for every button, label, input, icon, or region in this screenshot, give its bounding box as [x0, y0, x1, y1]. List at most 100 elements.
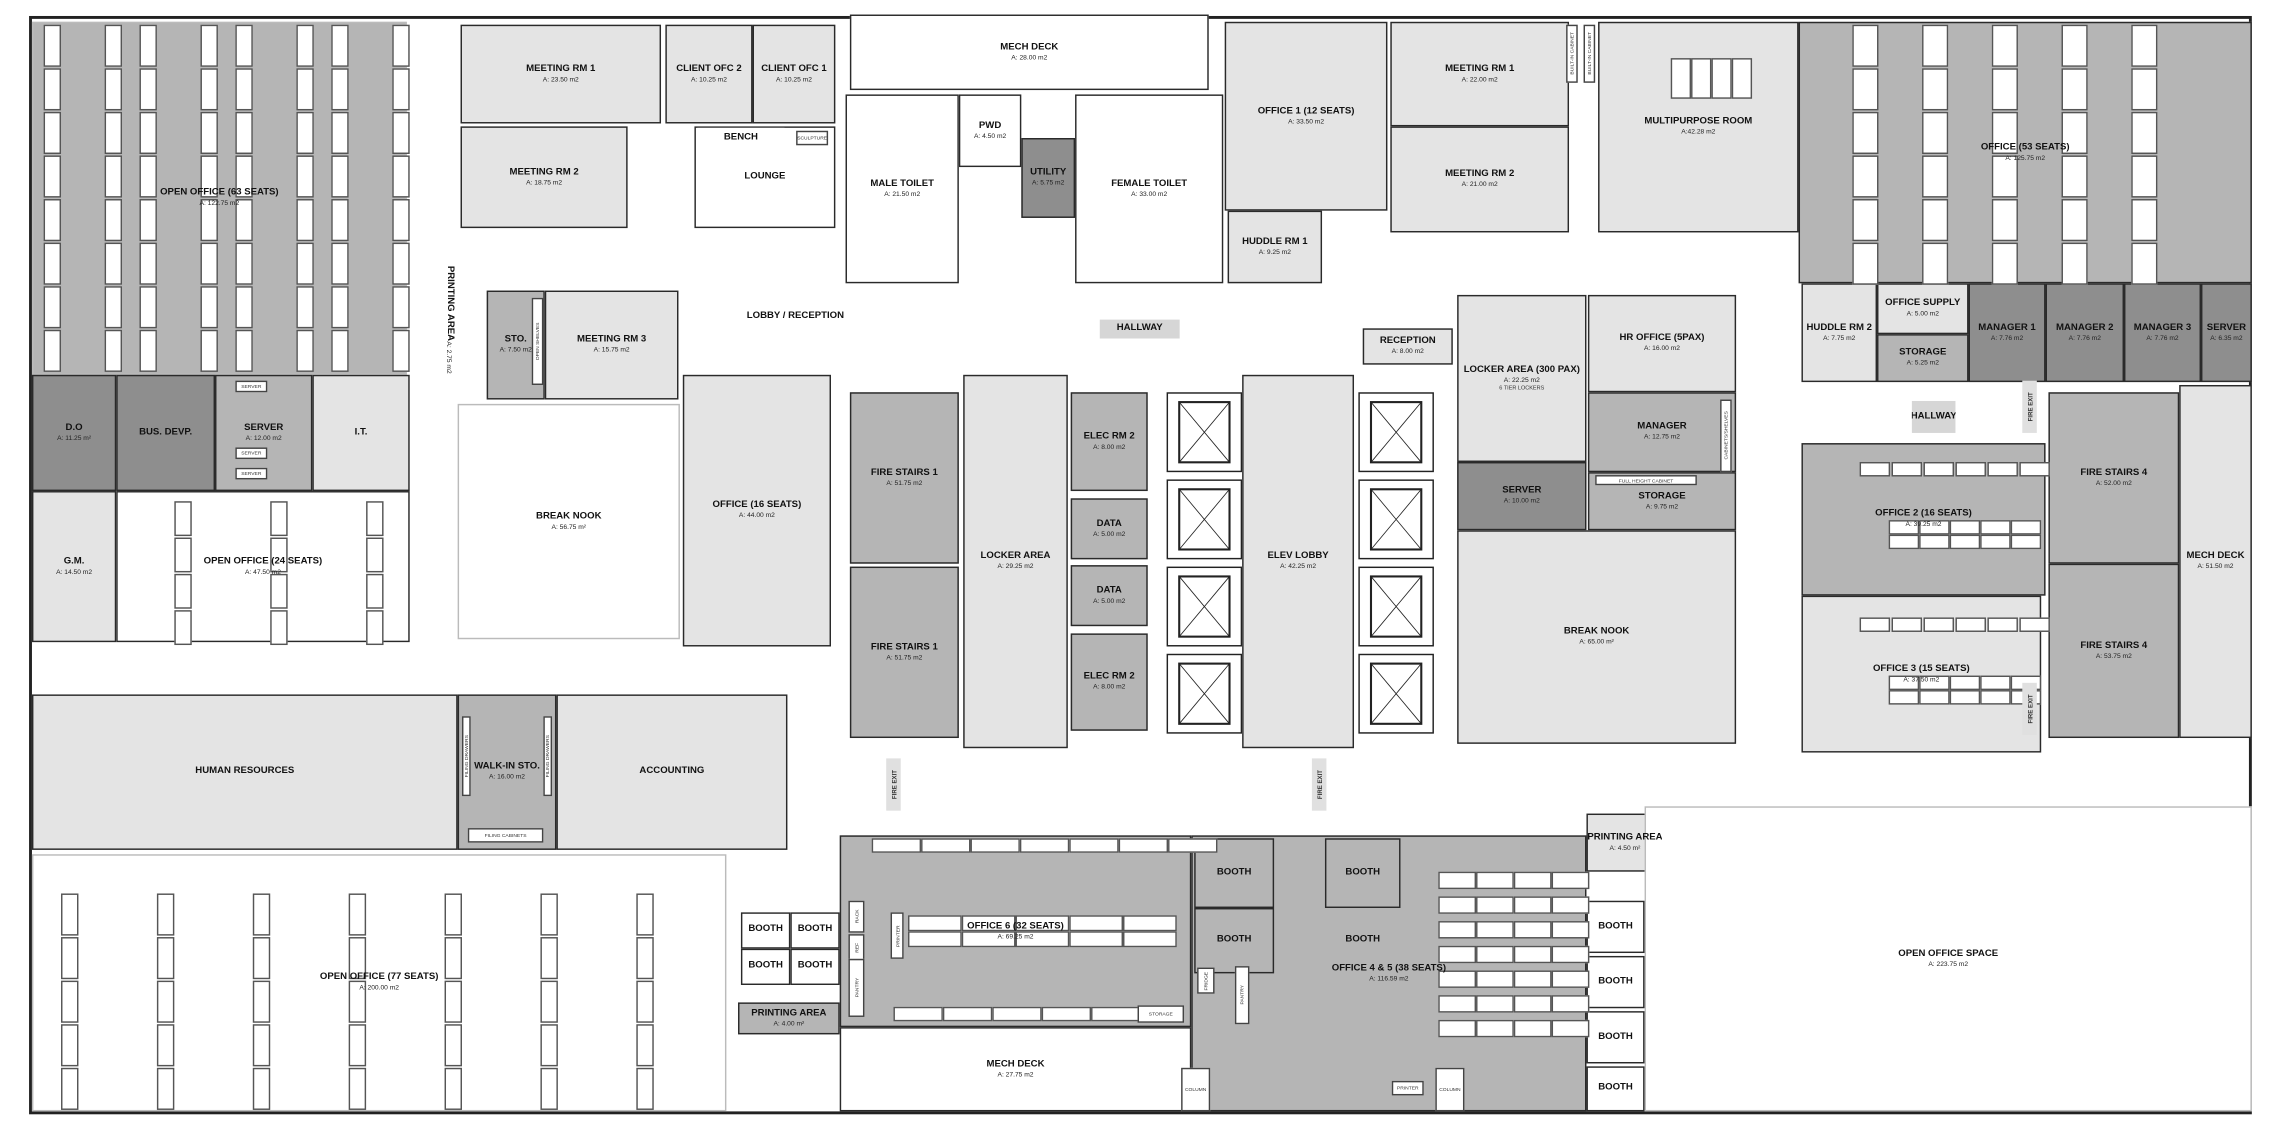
desk: [1922, 68, 1949, 111]
fire-exit-text: FIRE EXIT: [889, 769, 898, 800]
desk: [235, 155, 253, 198]
desk: [1069, 838, 1119, 853]
room-area: A: 15.75 m2: [593, 346, 630, 354]
room-name: MULTIPURPOSE ROOM: [1644, 116, 1753, 127]
room-name: OFFICE 2 (16 SEATS): [1875, 508, 1972, 520]
desk: [540, 893, 558, 936]
room-area: A: 16.00 m2: [1644, 344, 1681, 352]
room-open-office-24-seats: OPEN OFFICE (24 SEATS)A: 47.50 m2: [116, 491, 410, 643]
desk: [43, 111, 62, 154]
desk: [61, 1024, 79, 1067]
room-name: WALK-IN STO.: [474, 761, 540, 772]
desk: [366, 573, 384, 609]
desk: [444, 1067, 462, 1110]
room-name: BOOTH: [1598, 1082, 1633, 1093]
desk: [921, 838, 971, 853]
desk: [366, 501, 384, 537]
room-name: ELEV LOBBY: [1267, 551, 1329, 562]
desk: [444, 893, 462, 936]
desk: [961, 931, 1016, 948]
elevator-shaft-icon: [1166, 566, 1243, 647]
desk: [1955, 461, 1986, 477]
room-booth: BOOTH: [1586, 900, 1645, 954]
room-area: A: 14.50 m2: [56, 567, 93, 575]
room-name: MALE TOILET: [870, 178, 935, 189]
desk: [1991, 242, 2018, 285]
room-area: A: 42.25 m2: [1280, 562, 1317, 570]
desk: [1476, 970, 1514, 988]
desk: [1438, 896, 1477, 914]
room-area: A: 33.00 m2: [1131, 189, 1168, 198]
desk: [1041, 1006, 1092, 1022]
desk: [104, 199, 123, 242]
desk: [270, 537, 288, 573]
room-name: SERVER: [2206, 322, 2247, 333]
elevator-shaft-icon: [1358, 479, 1434, 560]
room-name: LOBBY / RECEPTION: [746, 310, 845, 321]
room-name: ELEC RM 2: [1083, 431, 1135, 442]
room-name: CLIENT OFC 2: [676, 63, 742, 74]
desk: [174, 610, 192, 646]
desk: [2019, 617, 2050, 632]
desk: [1015, 915, 1070, 932]
room-area: A: 5.00 m2: [1093, 596, 1126, 604]
desk: [2061, 24, 2088, 67]
desk: [1980, 520, 2011, 535]
desk: [1991, 199, 2018, 242]
room-name: BOOTH: [797, 960, 833, 971]
room-area: A: 52.00 m2: [2095, 478, 2132, 487]
room-area: A: 51.50 m2: [2197, 562, 2234, 570]
room-area: A: 27.75 m2: [997, 1070, 1034, 1078]
desk: [156, 937, 175, 980]
desk: [270, 501, 288, 537]
fixture-printer: PRINTER: [890, 912, 904, 959]
room-name: HUMAN RESOURCES: [195, 765, 295, 776]
room-name: HUDDLE RM 1: [1242, 236, 1308, 247]
desk: [1888, 675, 1920, 691]
elevator-shaft-icon: [1166, 653, 1243, 734]
room-name: MEETING RM 1: [526, 63, 596, 74]
room-name: I.T.: [354, 426, 368, 437]
room-booth: BOOTH: [790, 948, 840, 985]
desk: [1852, 68, 1879, 111]
fixture-label: PRINTER: [894, 924, 901, 947]
desk: [2131, 111, 2158, 154]
desk: [296, 286, 314, 329]
desk: [43, 199, 62, 242]
desk: [252, 1024, 271, 1067]
desk: [252, 1067, 271, 1110]
room-area: A: 53.75 m2: [2095, 651, 2132, 660]
room-name: FIRE STAIRS 4: [2080, 467, 2148, 478]
desk: [392, 242, 410, 285]
desk: [104, 155, 123, 198]
room-area: A: 7.76 m2: [2068, 333, 2101, 341]
desk: [296, 111, 314, 154]
fixture-label: COLUMN: [1184, 1086, 1207, 1093]
room-name: MANAGER: [1637, 421, 1687, 432]
desk: [156, 1067, 175, 1110]
desk: [1069, 915, 1124, 932]
desk: [392, 329, 410, 372]
room-name: HR OFFICE (5PAX): [1619, 333, 1705, 344]
room-area: A: 29.25 m2: [997, 562, 1034, 570]
desk: [139, 199, 157, 242]
desk: [2061, 111, 2088, 154]
room-name: FIRE STAIRS 4: [2080, 640, 2148, 651]
desk: [1919, 534, 1950, 550]
room-name: BOOTH: [748, 924, 783, 935]
desk: [2061, 68, 2088, 111]
room-booth: BOOTH: [790, 912, 840, 949]
fixture-label: SERVER: [241, 470, 262, 477]
desk: [1513, 970, 1552, 988]
desk: [1438, 970, 1477, 988]
fixture-pantry: PANTRY: [848, 958, 865, 1017]
desk: [139, 329, 157, 372]
